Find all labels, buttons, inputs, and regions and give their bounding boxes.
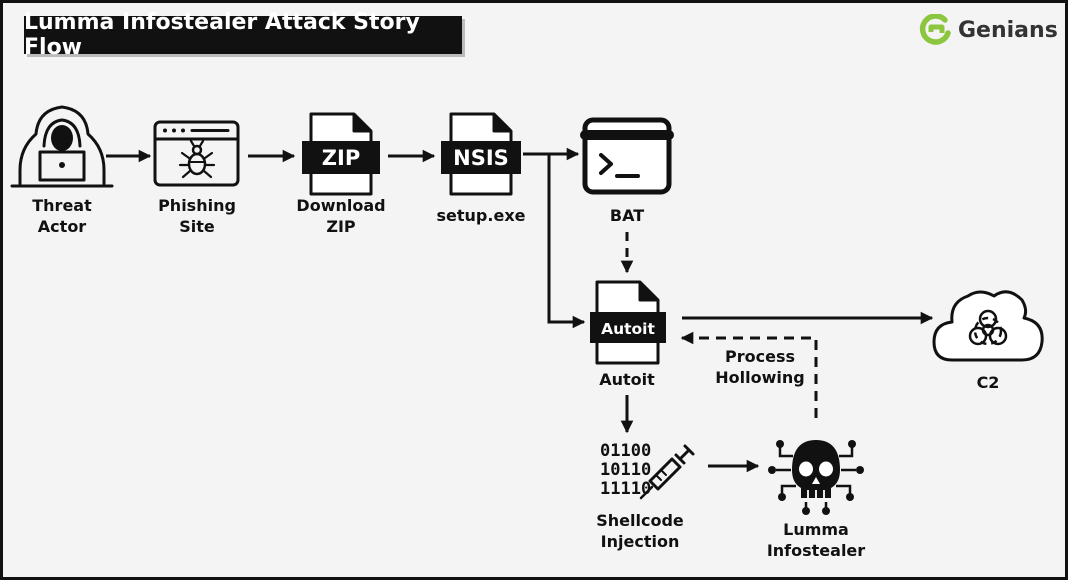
hacker-icon [10, 105, 114, 188]
genians-logo-icon [919, 14, 951, 45]
brand-logo: Genians [918, 14, 1058, 46]
label-autoit: Autoit [599, 370, 655, 389]
zip-badge: ZIP [322, 146, 360, 170]
binary-line-1: 01100 [600, 441, 651, 461]
edge-nsis-to-autoit [547, 154, 586, 329]
nsis-badge: NSIS [453, 146, 509, 170]
biohazard-cloud-icon [932, 290, 1044, 362]
nsis-file-icon [441, 112, 521, 196]
label-bat: BAT [609, 206, 645, 225]
edge-process-hollowing [680, 331, 818, 418]
zip-file-icon [302, 112, 380, 196]
page-title: Lumma Infostealer Attack Story Flow [24, 10, 462, 60]
terminal-icon [580, 117, 674, 195]
label-setup-exe: setup.exe [436, 206, 526, 225]
skull-circuit-icon [768, 440, 864, 515]
browser-bug-icon [153, 120, 240, 187]
binary-line-3: 11110 [600, 479, 651, 499]
binary-line-2: 10110 [600, 460, 651, 480]
label-c2: C2 [976, 373, 1000, 392]
binary-syringe-icon [639, 444, 695, 500]
autoit-file-icon [590, 280, 666, 365]
autoit-badge: Autoit [601, 320, 655, 338]
brand-name: Genians [958, 17, 1058, 43]
